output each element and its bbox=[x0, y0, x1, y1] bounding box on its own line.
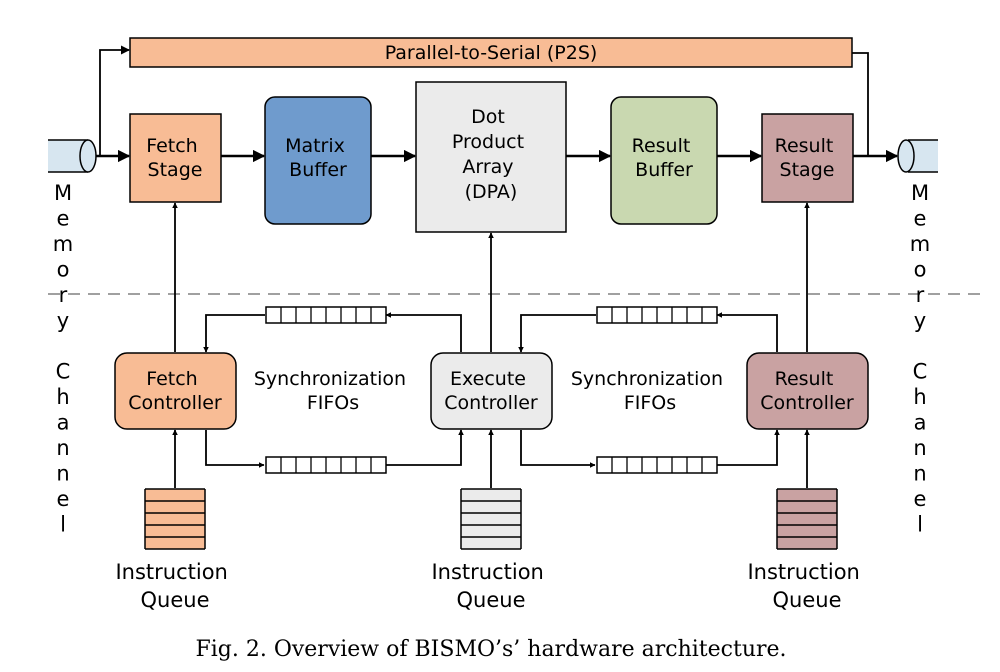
fifo-bottom-left bbox=[265, 456, 387, 474]
memory-channel-letter: e bbox=[914, 207, 927, 231]
fifo-bottom-right bbox=[596, 456, 718, 474]
memory-channel-letter: o bbox=[57, 258, 70, 282]
result-buffer-label: Result Buffer bbox=[632, 135, 697, 181]
memory-channel-letter: y bbox=[914, 309, 926, 333]
memory-channel-letter: C bbox=[56, 360, 71, 384]
result-stage-label: Result Stage bbox=[775, 135, 840, 181]
controller-stage-arrows bbox=[172, 202, 810, 488]
memory-channel-letter: m bbox=[53, 232, 73, 256]
instruction-queue-result-label: Instruction Queue bbox=[747, 560, 866, 612]
dpa-box bbox=[415, 81, 567, 233]
instruction-queue-result bbox=[776, 488, 838, 550]
matrix-buffer-label: Matrix Buffer bbox=[285, 135, 351, 181]
instruction-queue-execute-label: Instruction Queue bbox=[431, 560, 550, 612]
memory-channel-letter: M bbox=[54, 181, 72, 205]
memory-channel-letter: C bbox=[913, 360, 928, 384]
memory-channel-letter: o bbox=[914, 258, 927, 282]
memory-cylinder-left bbox=[48, 139, 97, 173]
result-controller-box bbox=[746, 352, 869, 430]
sync-fifos-left-label: Synchronization FIFOs bbox=[254, 368, 412, 414]
memory-channel-letter: l bbox=[60, 513, 66, 537]
instruction-queue-execute bbox=[460, 488, 522, 550]
memory-channel-letter: e bbox=[57, 487, 70, 511]
sync-fifos-right-label: Synchronization FIFOs bbox=[571, 368, 729, 414]
fifo-top-left bbox=[265, 306, 387, 324]
memory-channel-letter: n bbox=[913, 436, 926, 460]
figure-caption: Fig. 2. Overview of BISMO’s’ hardware ar… bbox=[195, 637, 786, 662]
memory-channel-letter: M bbox=[911, 181, 929, 205]
memory-channel-letter: n bbox=[913, 462, 926, 486]
memory-channel-letter: n bbox=[56, 462, 69, 486]
p2s-bypass-arrows bbox=[99, 45, 869, 156]
memory-channel-letter: y bbox=[57, 309, 69, 333]
instruction-queue-fetch bbox=[144, 488, 206, 550]
fetch-stage-box bbox=[129, 113, 222, 203]
memory-channel-letter: h bbox=[56, 385, 69, 409]
execute-controller-box bbox=[430, 352, 553, 430]
memory-channel-letter: m bbox=[910, 232, 930, 256]
fetch-controller-label: Fetch Controller bbox=[128, 368, 222, 414]
fifo-wiring bbox=[203, 312, 780, 468]
queue-fill bbox=[461, 489, 521, 549]
p2s-box bbox=[129, 37, 853, 68]
memory-channel-letter: r bbox=[916, 283, 925, 307]
memory-channel-letter: h bbox=[913, 385, 926, 409]
result-stage-box bbox=[761, 113, 854, 203]
p2s-label: Parallel-to-Serial (P2S) bbox=[385, 42, 598, 64]
dpa-label: Dot Product Array (DPA) bbox=[452, 106, 530, 203]
memory-channel-letter: l bbox=[917, 513, 923, 537]
memory-cylinder-right bbox=[897, 139, 938, 173]
queue-fill bbox=[777, 489, 837, 549]
fetch-controller-box bbox=[114, 352, 237, 430]
memory-channel-letter: e bbox=[914, 487, 927, 511]
result-controller-label: Result Controller bbox=[760, 368, 854, 414]
fetch-stage-label: Fetch Stage bbox=[146, 135, 204, 181]
fifo-top-right bbox=[596, 306, 718, 324]
instruction-queue-fetch-label: Instruction Queue bbox=[115, 560, 234, 612]
queue-fill bbox=[145, 489, 205, 549]
memory-channel-letter: a bbox=[914, 411, 927, 435]
memory-channel-letter: a bbox=[57, 411, 70, 435]
memory-channel-letter: n bbox=[56, 436, 69, 460]
memory-channel-letter: r bbox=[59, 283, 68, 307]
execute-controller-label: Execute Controller bbox=[444, 368, 538, 414]
memory-channel-letter: e bbox=[57, 207, 70, 231]
